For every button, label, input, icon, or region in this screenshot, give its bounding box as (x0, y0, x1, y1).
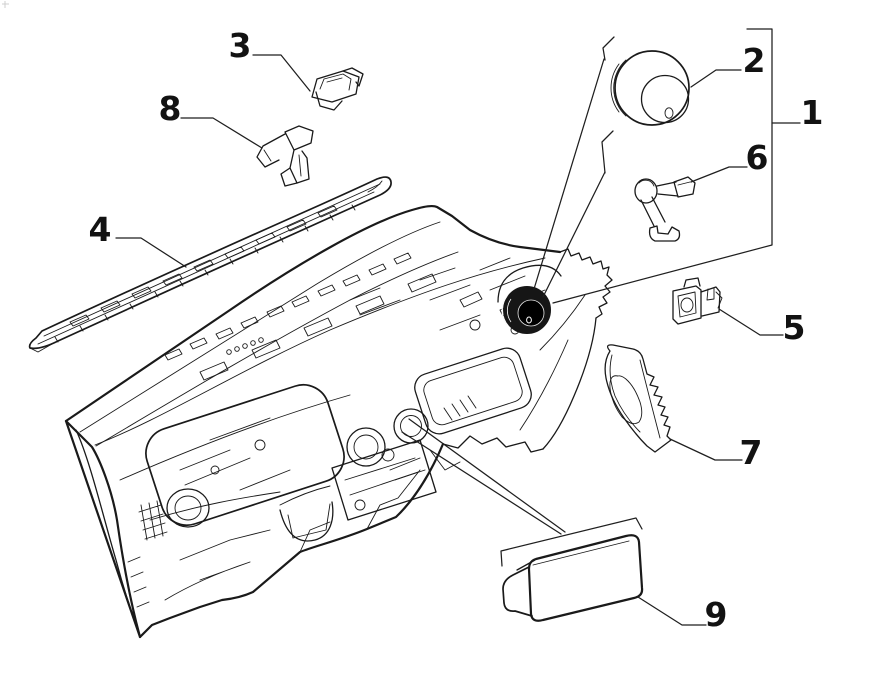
corner-artifact (2, 1, 9, 8)
callout-3: 3 (229, 26, 252, 65)
bracket-9 (500, 517, 643, 567)
leader-line-3 (252, 54, 311, 92)
leader-line-9 (637, 596, 707, 626)
lever-part-6 (634, 176, 696, 242)
end-cap-part-7 (604, 344, 672, 453)
callout-7: 7 (740, 433, 763, 472)
pointer-lines-9 (401, 418, 566, 535)
callout-8: 8 (159, 89, 182, 128)
leader-line-8 (180, 117, 263, 149)
leader-line-5 (718, 308, 784, 336)
leader-line-4 (115, 237, 187, 268)
subgroup-corner-marks (601, 36, 615, 174)
knob-part-2 (610, 50, 690, 126)
callout-labels: 1 2 3 4 5 6 7 8 9 (89, 26, 824, 634)
installed-knob (497, 264, 562, 334)
box-part-9 (502, 534, 644, 622)
group-bracket-1 (552, 28, 773, 304)
leader-line-6 (690, 166, 748, 183)
callout-1: 1 (801, 93, 824, 132)
callout-4: 4 (89, 210, 112, 249)
clip-part-3 (311, 67, 364, 111)
leader-lines (115, 28, 801, 626)
callout-2: 2 (743, 41, 766, 80)
leader-line-7 (669, 438, 743, 461)
clip-part-5 (672, 277, 723, 325)
dashboard-body (64, 204, 613, 639)
leader-line-2 (690, 69, 742, 88)
subgroup-pointer-lines (533, 58, 606, 298)
callout-9: 9 (705, 595, 728, 634)
callout-5: 5 (783, 308, 806, 347)
clip-part-8 (256, 125, 314, 187)
grille-strip-part-4 (28, 176, 392, 353)
callout-6: 6 (746, 138, 769, 177)
